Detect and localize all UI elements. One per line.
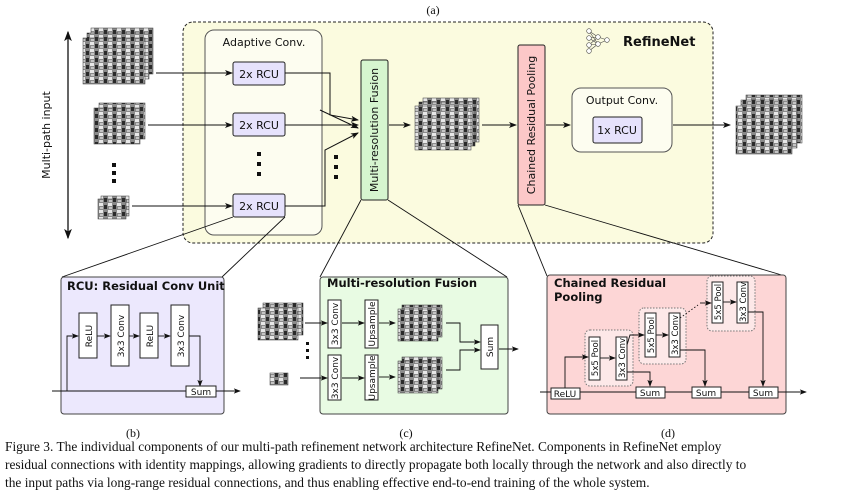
fusion-upsample-2: Upsample xyxy=(364,354,379,401)
fusion-sum: Sum xyxy=(480,324,499,370)
panel-label-d: (d) xyxy=(661,426,675,440)
fused-image xyxy=(414,97,480,151)
output-conv-label: Output Conv. xyxy=(586,94,658,107)
output-rcu-block: 1x RCU xyxy=(592,116,643,144)
fusion-input-image-1 xyxy=(257,302,304,341)
panel-label-b: (b) xyxy=(126,426,140,440)
svg-text:Upsample: Upsample xyxy=(368,355,378,400)
output-image xyxy=(735,94,803,155)
rcu-conv-2: 3x3 Conv xyxy=(170,304,190,367)
svg-text:3x3 Conv: 3x3 Conv xyxy=(739,282,749,322)
crp-pool-3: 5x5 Pool xyxy=(711,281,724,324)
fusion-detail-panel xyxy=(319,276,509,415)
adaptive-conv-label: Adaptive Conv. xyxy=(223,36,306,49)
svg-text:Sum: Sum xyxy=(696,389,716,399)
caption-line-2: residual connections with identity mappi… xyxy=(5,457,747,472)
crp-conv-3: 3x3 Conv xyxy=(736,281,749,324)
ellipsis-dots xyxy=(306,342,309,359)
fusion-arrows xyxy=(300,320,519,381)
panel-label-c: (c) xyxy=(399,426,412,440)
rcu-relu-1: ReLU xyxy=(78,312,98,359)
crp-pool-2: 5x5 Pool xyxy=(644,312,657,358)
rcu-panel-title: RCU: Residual Conv Unit xyxy=(67,279,225,293)
svg-text:Sum: Sum xyxy=(640,389,660,399)
fusion-conv-1: 3x3 Conv xyxy=(327,299,342,349)
fusion-conv-2: 3x3 Conv xyxy=(327,354,342,401)
rcu-relu-2: ReLU xyxy=(139,312,159,359)
svg-text:Multi-resolution Fusion: Multi-resolution Fusion xyxy=(368,68,381,192)
svg-text:Upsample: Upsample xyxy=(368,301,378,346)
caption-line-3: the input paths via long-range residual … xyxy=(5,475,650,490)
arrows xyxy=(132,70,731,209)
svg-text:5x5 Pool: 5x5 Pool xyxy=(591,340,601,376)
refinenet-diagram: (a) Multi-path input RefineNet Adaptive … xyxy=(40,3,807,440)
rcu-block-2: 2x RCU xyxy=(232,112,286,137)
fusion-feature-image-1 xyxy=(397,304,443,342)
svg-text:3x3 Conv: 3x3 Conv xyxy=(117,314,127,357)
svg-text:Sum: Sum xyxy=(486,337,496,357)
ellipsis-dots xyxy=(112,163,116,183)
svg-text:5x5 Pool: 5x5 Pool xyxy=(647,317,657,353)
svg-text:2x RCU: 2x RCU xyxy=(239,68,279,81)
svg-text:Sum: Sum xyxy=(753,389,773,399)
figure-caption: Figure 3. The individual components of o… xyxy=(5,438,865,492)
rcu-block-1: 2x RCU xyxy=(232,61,286,86)
refinenet-brand: RefineNet xyxy=(623,35,695,50)
svg-text:5x5 Pool: 5x5 Pool xyxy=(714,284,724,320)
svg-text:ReLU: ReLU xyxy=(554,390,577,400)
svg-text:1x RCU: 1x RCU xyxy=(597,124,637,137)
chained-residual-pooling-block: Chained Residual Pooling xyxy=(517,44,546,206)
fusion-upsample-1: Upsample xyxy=(364,299,379,349)
ellipsis-dots xyxy=(257,152,338,179)
rcu-block-3: 2x RCU xyxy=(232,193,286,218)
svg-text:ReLU: ReLU xyxy=(85,325,95,348)
fusion-input-image-2 xyxy=(269,372,289,386)
crp-relu: ReLU xyxy=(550,387,581,400)
svg-text:ReLU: ReLU xyxy=(146,325,156,348)
crp-conv-1: 3x3 Conv xyxy=(615,336,628,381)
panel-label-a: (a) xyxy=(426,3,439,17)
crp-sum-2: Sum xyxy=(691,386,722,399)
svg-text:Chained Residual Pooling: Chained Residual Pooling xyxy=(525,56,538,194)
svg-text:2x RCU: 2x RCU xyxy=(239,119,279,132)
fusion-feature-image-2 xyxy=(397,356,443,394)
rcu-sum: Sum xyxy=(185,385,217,398)
multi-resolution-fusion-block: Multi-resolution Fusion xyxy=(360,59,389,201)
multi-path-input-label: Multi-path input xyxy=(40,90,53,178)
caption-line-1: Figure 3. The individual components of o… xyxy=(5,439,722,454)
input-image-2 xyxy=(93,102,146,145)
input-image-3 xyxy=(97,195,130,220)
crp-sum-1: Sum xyxy=(635,386,666,399)
crp-panel-title-line2: Pooling xyxy=(554,290,603,304)
svg-text:3x3 Conv: 3x3 Conv xyxy=(177,314,187,357)
svg-text:Sum: Sum xyxy=(191,388,211,398)
fusion-panel-title: Multi-resolution Fusion xyxy=(327,276,477,290)
svg-text:3x3 Conv: 3x3 Conv xyxy=(331,356,341,399)
refinenet-logo-icon xyxy=(586,28,610,54)
crp-panel-title-line1: Chained Residual xyxy=(554,276,666,290)
svg-text:2x RCU: 2x RCU xyxy=(239,200,279,213)
input-image-1 xyxy=(82,27,154,85)
svg-text:3x3 Conv: 3x3 Conv xyxy=(331,302,341,345)
svg-text:3x3 Conv: 3x3 Conv xyxy=(618,338,628,378)
crp-pool-1: 5x5 Pool xyxy=(588,336,601,381)
zoom-connector-lines xyxy=(61,199,786,278)
crp-sum-3: Sum xyxy=(748,386,779,399)
crp-conv-2: 3x3 Conv xyxy=(668,312,681,358)
rcu-conv-1: 3x3 Conv xyxy=(110,304,130,367)
svg-text:3x3 Conv: 3x3 Conv xyxy=(671,315,681,355)
